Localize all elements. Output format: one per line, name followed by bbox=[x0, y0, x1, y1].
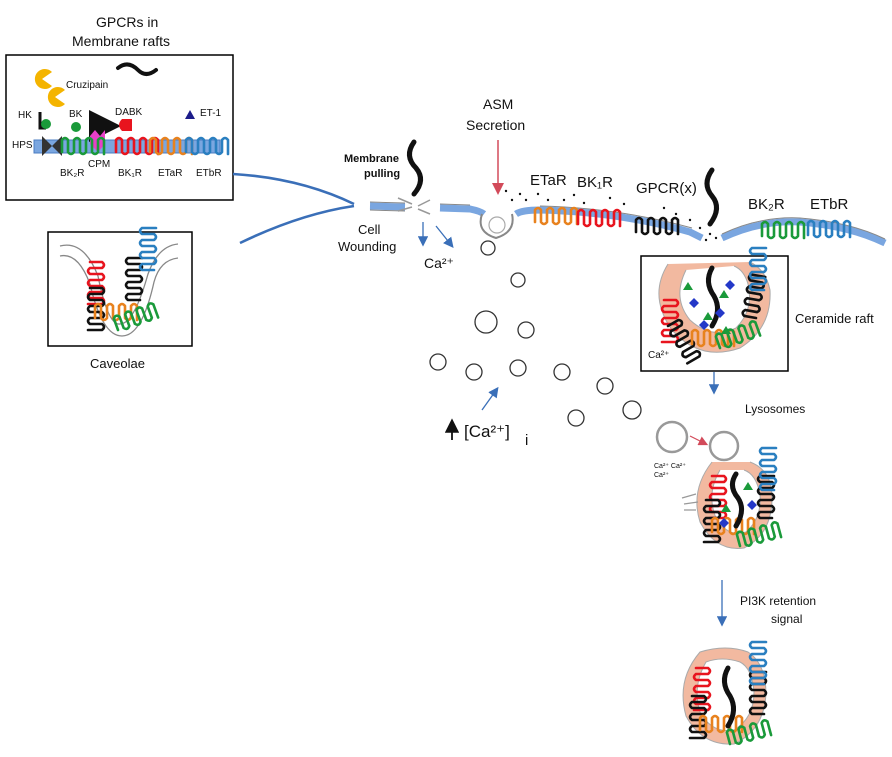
hps-icon bbox=[42, 136, 62, 156]
label-etar-inset: ETaR bbox=[158, 168, 183, 179]
trypanosome-wound-icon bbox=[407, 139, 423, 197]
raft-inset-title-2: Membrane rafts bbox=[72, 33, 171, 49]
label-raft-ca: Ca²⁺ bbox=[648, 350, 670, 361]
label-cell-wounding-1: Cell bbox=[358, 222, 381, 237]
label-etbr: ETbR bbox=[810, 196, 849, 213]
lysosome-vesicles bbox=[429, 240, 642, 427]
raft-inset-graphics bbox=[5, 54, 234, 201]
label-bk1r: BK₁R bbox=[577, 174, 613, 191]
label-pi3k-1: PI3K retention bbox=[740, 594, 817, 608]
label-hk: HK bbox=[18, 110, 32, 121]
label-membrane-pulling-1: Membrane bbox=[344, 153, 400, 165]
label-asm-1: ASM bbox=[483, 96, 514, 112]
label-bk2r: BK₂R bbox=[748, 196, 785, 213]
cruzipain-icon-2 bbox=[47, 87, 65, 108]
label-cell-wounding-2: Wounding bbox=[338, 239, 397, 254]
lysosome-fusion-structure bbox=[655, 420, 783, 550]
bk-icon bbox=[71, 122, 81, 132]
label-bk: BK bbox=[69, 109, 83, 120]
hk-circle-icon bbox=[41, 119, 51, 129]
plasma-membrane bbox=[369, 189, 887, 247]
cruzipain-icon bbox=[34, 69, 52, 90]
dabk-icon bbox=[119, 119, 132, 131]
ceramide-raft-box bbox=[640, 246, 789, 372]
label-dabk: DABK bbox=[115, 107, 143, 118]
label-hps: HPS bbox=[12, 140, 33, 151]
label-ca-intracellular: [Ca²⁺] bbox=[464, 422, 510, 441]
label-bk2r-inset: BK₂R bbox=[60, 168, 85, 179]
asm-vesicle bbox=[479, 213, 514, 240]
label-cruzipain: Cruzipain bbox=[66, 80, 109, 91]
label-gpcrx: GPCR(x) bbox=[636, 180, 697, 197]
label-asm-2: Secretion bbox=[466, 117, 526, 133]
arrow-inset1-to-membrane bbox=[232, 172, 355, 206]
label-lysosomes: Lysosomes bbox=[745, 402, 806, 416]
label-ca-influx: Ca²⁺ bbox=[424, 255, 454, 271]
et1-icon bbox=[185, 110, 195, 119]
label-ca-intracellular-sub: i bbox=[525, 432, 529, 449]
arrow-inset2-to-membrane bbox=[239, 204, 355, 245]
retained-vacuole bbox=[682, 640, 773, 748]
label-caveolae: Caveolae bbox=[90, 356, 145, 371]
label-membrane-pulling-2: pulling bbox=[364, 168, 401, 180]
asm-secretion-dots bbox=[504, 189, 718, 242]
trypanosome-entry-icon bbox=[704, 167, 719, 227]
label-bk1r-inset: BK₁R bbox=[118, 168, 142, 179]
label-cpm: CPM bbox=[88, 159, 111, 170]
caveolae-inset-graphics bbox=[47, 226, 193, 347]
trypanosome-icon bbox=[116, 62, 158, 76]
label-pi3k-2: signal bbox=[771, 612, 803, 626]
raft-inset-title-1: GPCRs in bbox=[96, 14, 159, 30]
label-ceramide-raft: Ceramide raft bbox=[795, 311, 874, 326]
label-etbr-inset: ETbR bbox=[196, 168, 222, 179]
label-ca-small: Ca²⁺ Ca²⁺ Ca²⁺ bbox=[654, 463, 686, 479]
label-etar: ETaR bbox=[530, 172, 567, 189]
label-et1: ET-1 bbox=[200, 108, 222, 119]
